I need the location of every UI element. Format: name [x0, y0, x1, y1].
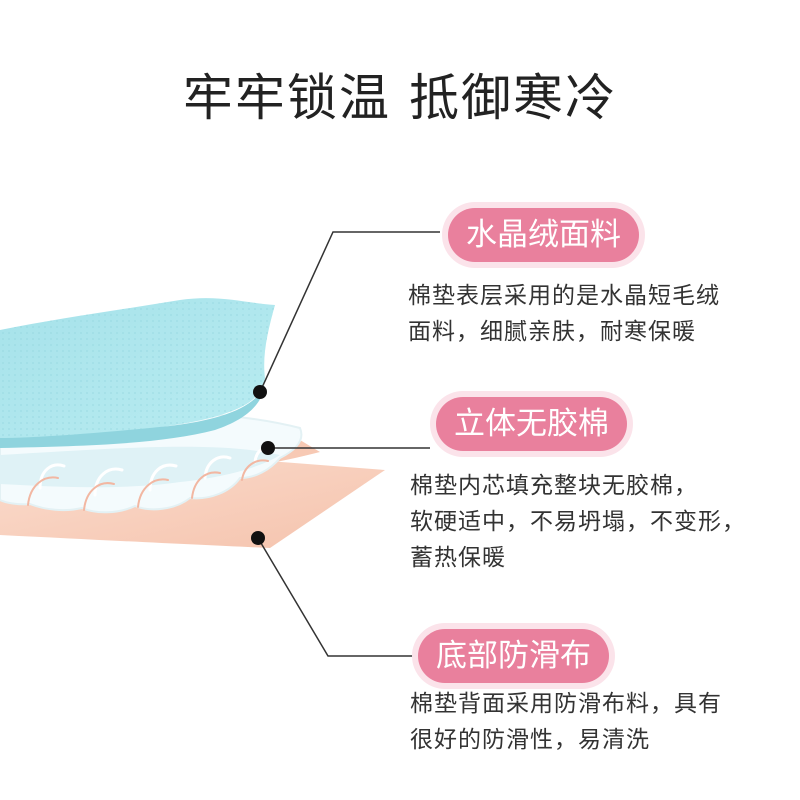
desc-line: 棉垫背面采用防滑布料，具有 — [410, 691, 722, 717]
feature-desc-3d-cotton: 棉垫内芯填充整块无胶棉， 软硬适中，不易坍塌，不变形， 蓄热保暖 — [410, 468, 746, 576]
desc-line: 棉垫内芯填充整块无胶棉， — [410, 473, 698, 499]
page-title: 牢牢锁温 抵御寒冷 — [183, 69, 617, 127]
desc-line: 棉垫表层采用的是水晶短毛绒 — [408, 283, 720, 309]
desc-line: 很好的防滑性，易清洗 — [410, 727, 650, 753]
desc-line: 蓄热保暖 — [410, 545, 506, 571]
feature-label-anti-slip: 底部防滑布 — [418, 629, 609, 683]
feature-label-crystal-velvet: 水晶绒面料 — [448, 208, 639, 262]
feature-label-3d-cotton: 立体无胶棉 — [436, 397, 627, 451]
callout-line-3 — [257, 537, 416, 657]
desc-line: 面料，细腻亲肤，耐寒保暖 — [408, 319, 696, 345]
feature-desc-anti-slip: 棉垫背面采用防滑布料，具有 很好的防滑性，易清洗 — [410, 686, 722, 758]
callout-dot-3 — [251, 531, 265, 545]
callout-dot-2 — [261, 441, 275, 455]
callout-line-1 — [259, 231, 440, 393]
callout-dot-1 — [253, 385, 267, 399]
feature-desc-crystal-velvet: 棉垫表层采用的是水晶短毛绒 面料，细腻亲肤，耐寒保暖 — [408, 278, 720, 350]
desc-line: 软硬适中，不易坍塌，不变形， — [410, 509, 746, 535]
